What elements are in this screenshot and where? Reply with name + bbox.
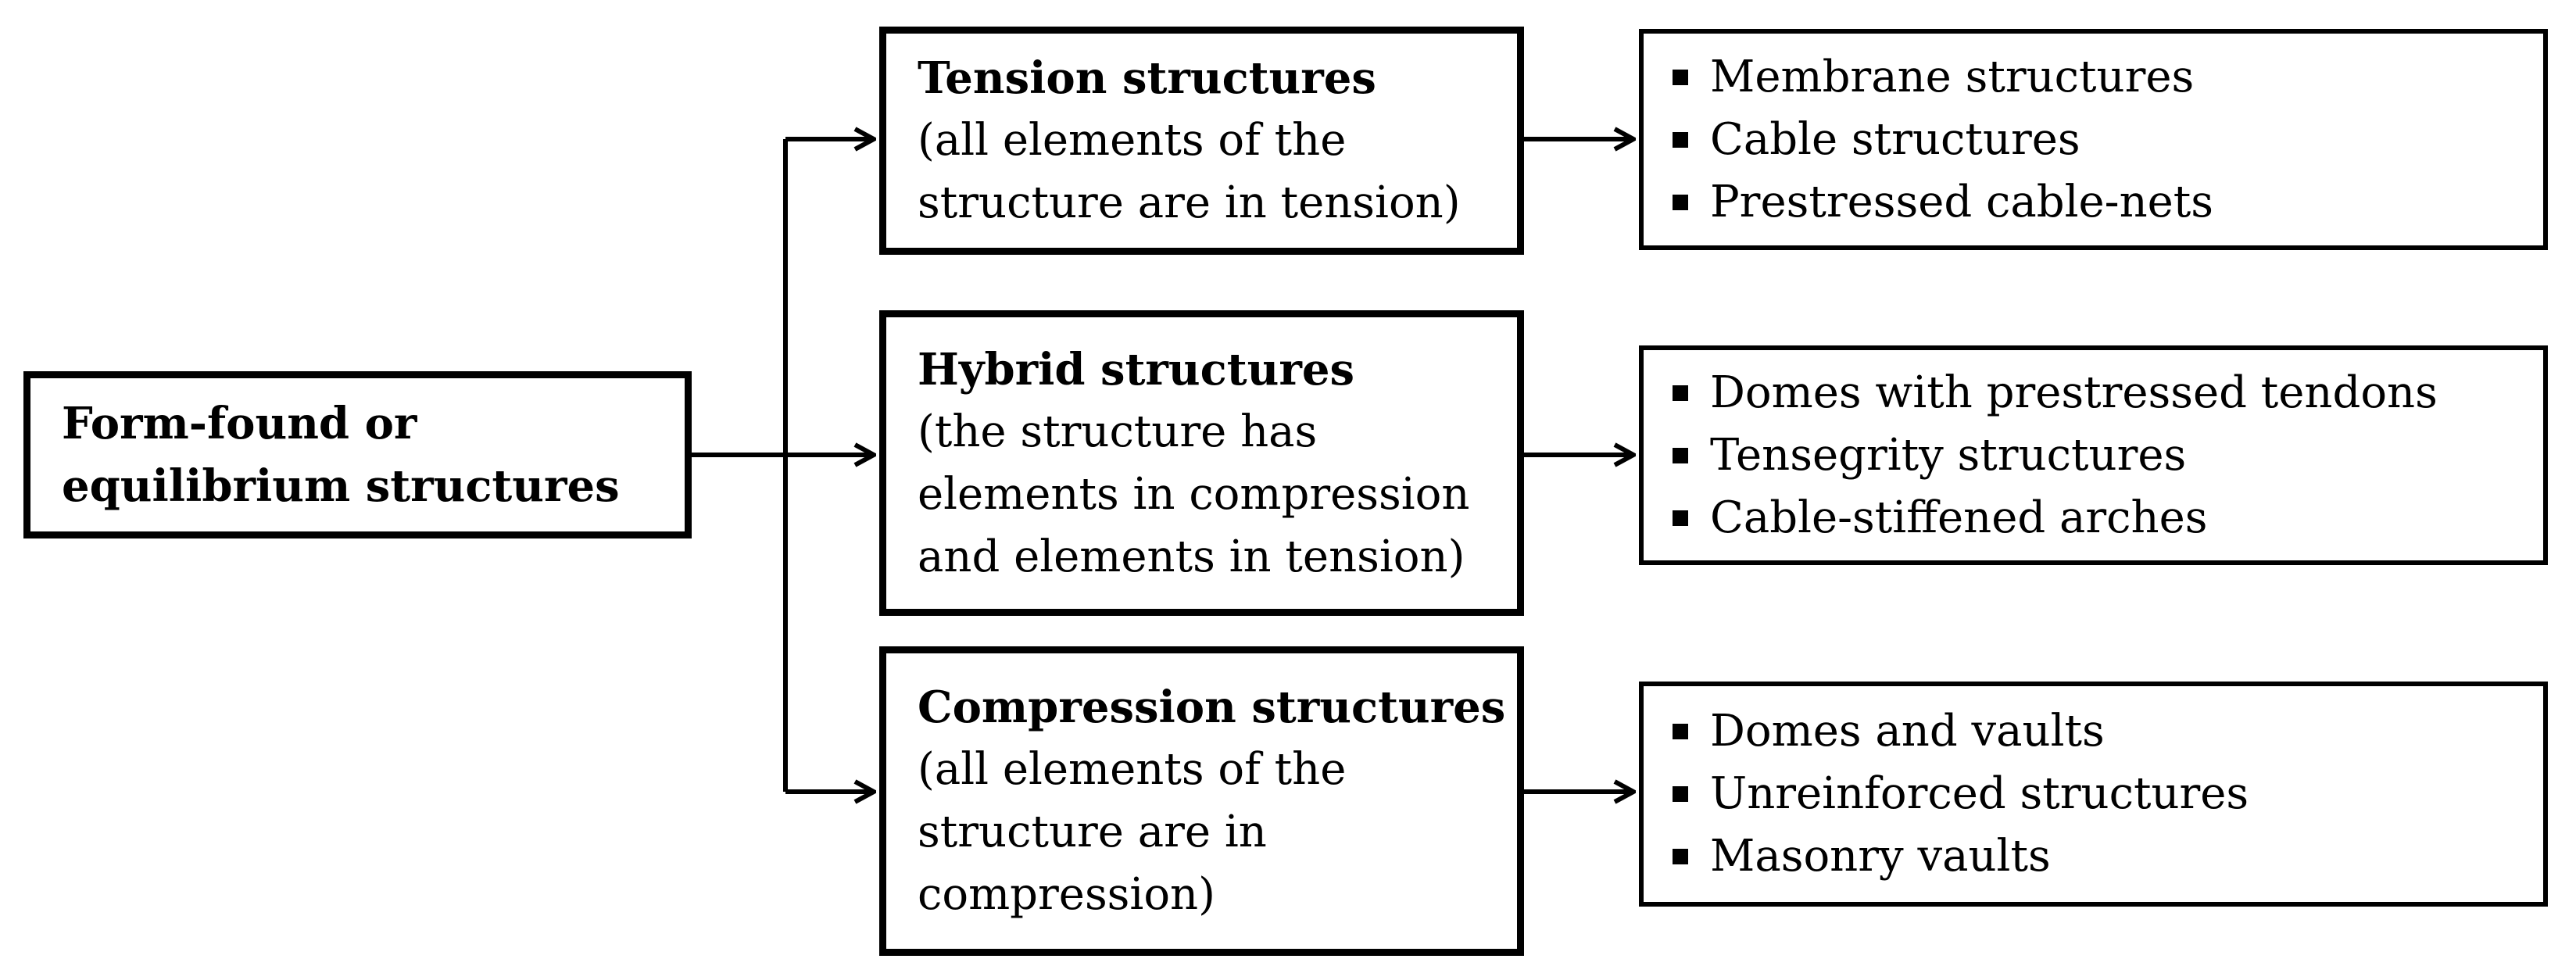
category-title: Compression structures [918, 682, 1506, 733]
bullet-square-icon [1673, 131, 1688, 148]
category-box-hybrid: Hybrid structures (the structure has ele… [879, 310, 1524, 616]
example-label: Prestressed cable-nets [1710, 176, 2214, 227]
root-label: Form-found or equilibrium structures [62, 398, 620, 512]
example-label: Masonry vaults [1710, 831, 2051, 882]
example-label: Membrane structures [1710, 51, 2195, 102]
root-box: Form-found or equilibrium structures [23, 371, 692, 538]
list-item: Membrane structures [1673, 46, 2194, 109]
bullet-square-icon [1673, 194, 1688, 210]
examples-box-tension: Membrane structures Cable structures Pre… [1639, 29, 2548, 250]
list-item: Cable-stiffened arches [1673, 487, 2207, 549]
category-description: (all elements of the structure are in te… [918, 115, 1461, 228]
examples-box-compression: Domes and vaults Unreinforced structures… [1639, 682, 2548, 907]
category-title: Tension structures [918, 52, 1376, 104]
example-label: Cable structures [1710, 113, 2080, 165]
bullet-square-icon [1673, 447, 1688, 463]
bullet-square-icon [1673, 69, 1688, 85]
list-item: Cable structures [1673, 109, 2080, 171]
category-title: Hybrid structures [918, 343, 1354, 395]
category-description: (all elements of the structure are in co… [918, 744, 1347, 920]
examples-box-hybrid: Domes with prestressed tendons Tensegrit… [1639, 345, 2548, 565]
list-item: Tensegrity structures [1673, 424, 2186, 487]
example-label: Cable-stiffened arches [1710, 492, 2208, 543]
list-item: Prestressed cable-nets [1673, 171, 2213, 234]
bullet-square-icon [1673, 510, 1688, 526]
list-item: Unreinforced structures [1673, 763, 2249, 825]
bullet-square-icon [1673, 724, 1688, 739]
list-item: Domes and vaults [1673, 700, 2105, 763]
list-item: Domes with prestressed tendons [1673, 362, 2438, 424]
example-label: Unreinforced structures [1710, 768, 2249, 819]
example-label: Domes and vaults [1710, 706, 2105, 757]
category-description: (the structure has elements in compressi… [918, 406, 1470, 582]
bullet-square-icon [1673, 385, 1688, 401]
category-box-tension: Tension structures (all elements of the … [879, 27, 1524, 255]
bullet-square-icon [1673, 786, 1688, 802]
example-label: Tensegrity structures [1710, 429, 2187, 481]
list-item: Masonry vaults [1673, 825, 2051, 888]
category-box-compression: Compression structures (all elements of … [879, 646, 1524, 956]
example-label: Domes with prestressed tendons [1710, 367, 2438, 418]
bullet-square-icon [1673, 849, 1688, 864]
